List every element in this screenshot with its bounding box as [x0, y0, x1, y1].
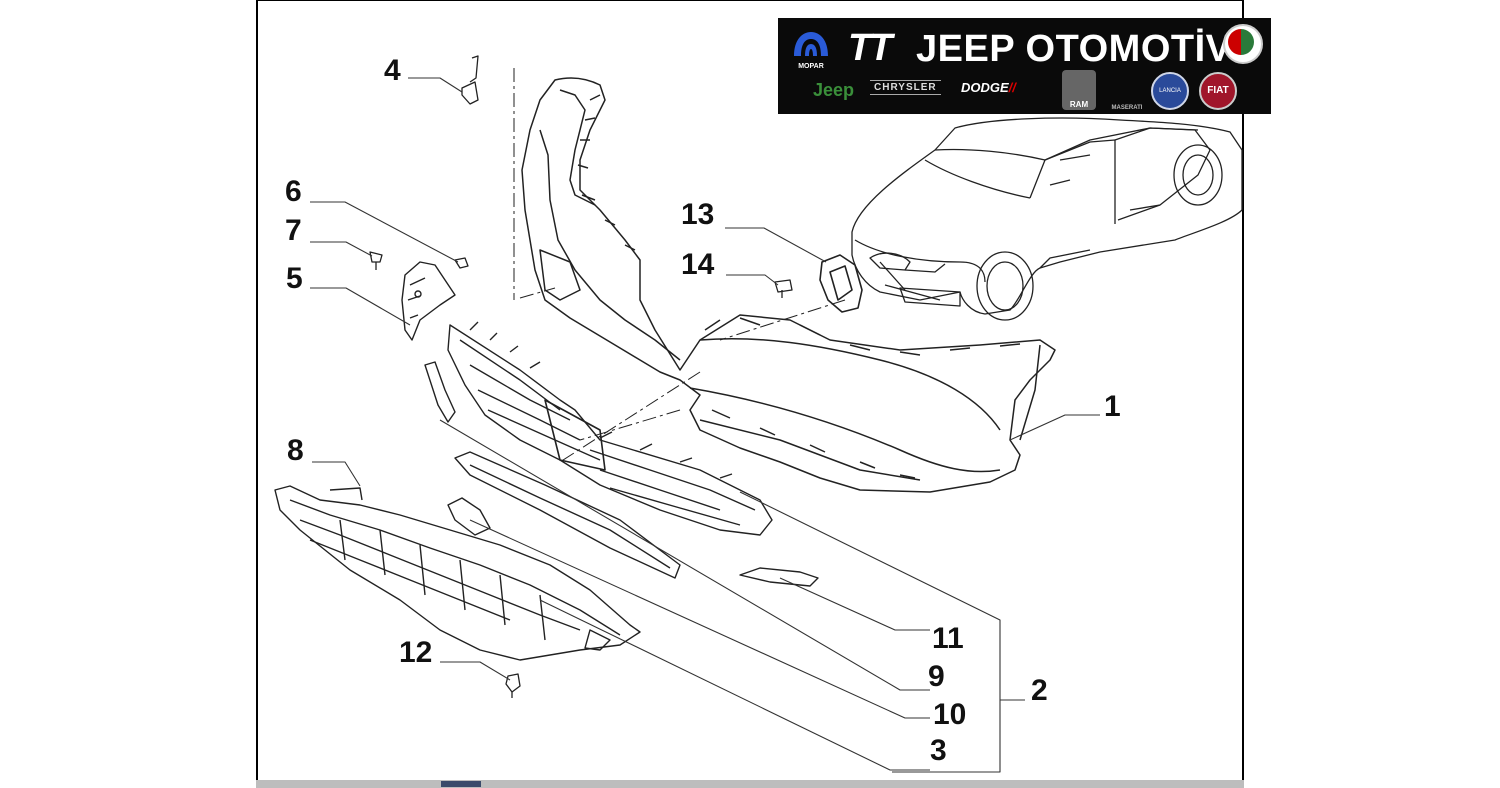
push-pin-12: [505, 673, 521, 698]
callout-10: 10: [933, 698, 967, 731]
trim-insert-10: [447, 497, 491, 536]
callout-3: 3: [930, 734, 947, 767]
lancia-shield-icon: LANCIA: [1151, 72, 1189, 110]
horizontal-scrollbar[interactable]: [256, 780, 1244, 788]
dodge-logo: DODGE//: [961, 80, 1016, 95]
front-grille: [447, 321, 773, 536]
callout-2: 2: [1031, 674, 1048, 707]
dealer-banner: MOPAR TT JEEP OTOMOTİV Jeep CHRYSLER DOD…: [778, 18, 1271, 114]
callout-9: 9: [928, 660, 945, 693]
screw-14: [774, 279, 793, 298]
vehicle-illustration: [851, 117, 1243, 321]
jeep-logo: Jeep: [813, 80, 855, 100]
lower-trim-strip: [454, 451, 681, 579]
bumper-bracket: [401, 261, 456, 341]
mopar-logo-icon: MOPAR: [794, 32, 828, 70]
callout-14: 14: [681, 248, 715, 281]
diagram-frame: [256, 0, 1244, 780]
callout-6: 6: [285, 175, 302, 208]
tt-logo: TT: [848, 27, 892, 69]
chrome-trim-11: [739, 567, 819, 587]
dealer-title: JEEP OTOMOTİV: [916, 28, 1232, 70]
trident-icon: MASERATI: [1111, 105, 1143, 111]
fiat-badge-icon: FIAT: [1199, 72, 1237, 110]
alfa-romeo-badge-icon: [1223, 24, 1263, 64]
callout-12: 12: [399, 636, 433, 669]
clip-4: [461, 55, 479, 105]
side-trim-left: [424, 361, 456, 423]
screw-7: [369, 251, 383, 270]
engine-undertray: [274, 485, 641, 661]
callout-5: 5: [286, 262, 303, 295]
chrysler-logo: CHRYSLER: [870, 80, 941, 95]
callout-1: 1: [1104, 390, 1121, 423]
mopar-label: MOPAR: [798, 63, 824, 70]
license-plate-bracket: [819, 254, 863, 313]
front-bumper-cover: [521, 77, 1056, 493]
dodge-wordmark: DODGE: [961, 80, 1009, 95]
callout-7: 7: [285, 214, 302, 247]
callout-13: 13: [681, 198, 715, 231]
callout-8: 8: [287, 434, 304, 467]
dodge-stripes: //: [1008, 80, 1016, 95]
scrollbar-thumb[interactable]: [441, 781, 481, 787]
callout-4: 4: [384, 54, 401, 87]
clip-6: [454, 257, 469, 269]
callout-11: 11: [932, 622, 964, 655]
ram-head-icon: RAM: [1062, 70, 1096, 110]
